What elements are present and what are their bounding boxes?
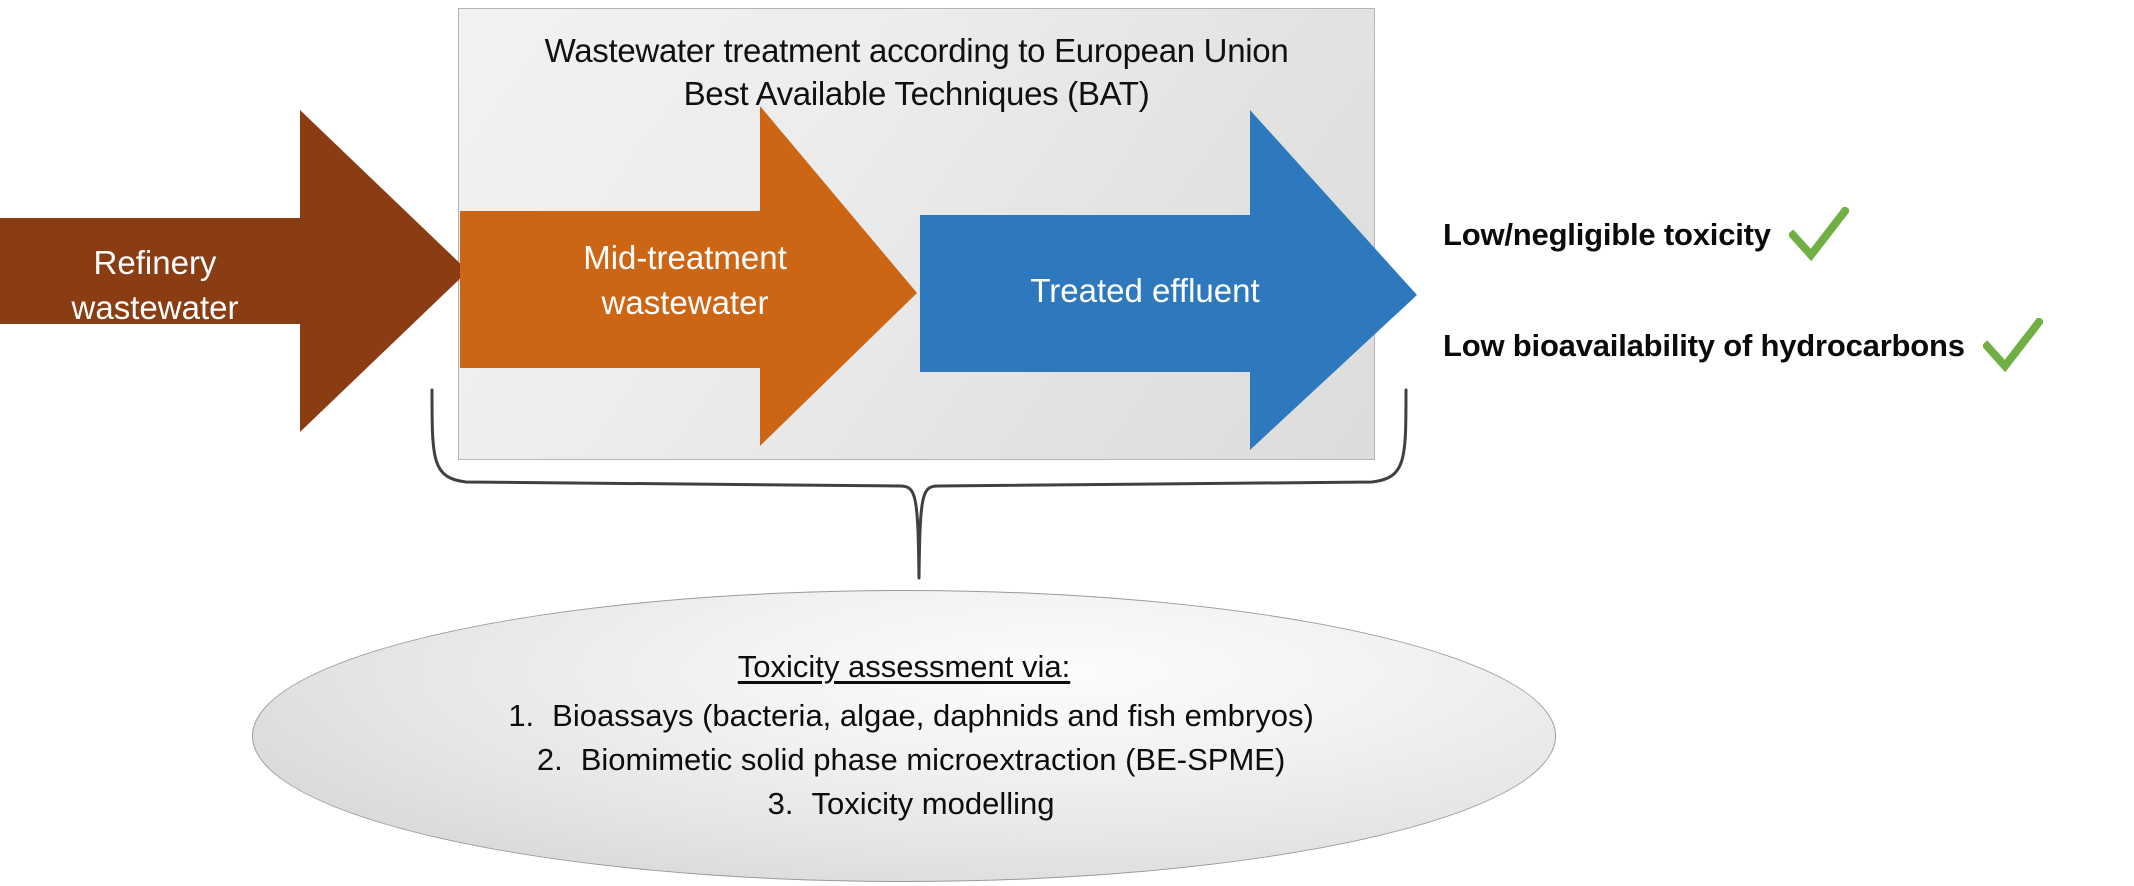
toxicity-assessment-content: Toxicity assessment via: 1. Bioassays (ba…	[253, 646, 1555, 826]
list-item-text: Bioassays (bacteria, algae, daphnids and…	[552, 698, 1314, 733]
list-item: 2. Biomimetic solid phase microextraction…	[253, 738, 1555, 782]
list-item-number: 3.	[767, 786, 794, 821]
list-item-text: Biomimetic solid phase microextraction (…	[580, 742, 1286, 777]
toxicity-assessment-ellipse: Toxicity assessment via: 1. Bioassays (ba…	[252, 590, 1556, 882]
arrow-treated-effluent	[920, 110, 1417, 450]
toxicity-assessment-list: 1. Bioassays (bacteria, algae, daphnids a…	[253, 694, 1555, 826]
toxicity-assessment-heading: Toxicity assessment via:	[737, 649, 1071, 684]
outcome-low-negligible-toxicity: Low/negligible toxicity	[1443, 207, 1849, 263]
outcome-label: Low bioavailability of hydrocarbons	[1443, 328, 1965, 363]
list-item: 1. Bioassays (bacteria, algae, daphnids a…	[253, 694, 1555, 738]
list-item: 3. Toxicity modelling	[253, 782, 1555, 826]
bat-box-title: Wastewater treatment according to Europe…	[544, 32, 1289, 112]
curly-brace-connector	[430, 388, 1408, 580]
list-item-number: 2.	[536, 742, 563, 777]
list-item-number: 1.	[508, 698, 535, 733]
outcome-label: Low/negligible toxicity	[1443, 217, 1771, 252]
list-item-text: Toxicity modelling	[811, 786, 1055, 821]
outcome-low-bioavailability: Low bioavailability of hydrocarbons	[1443, 318, 2043, 374]
check-icon	[1788, 207, 1849, 262]
arrow-mid-treatment-wastewater	[460, 106, 917, 446]
arrow-refinery-wastewater	[0, 110, 468, 432]
check-icon	[1982, 318, 2043, 373]
